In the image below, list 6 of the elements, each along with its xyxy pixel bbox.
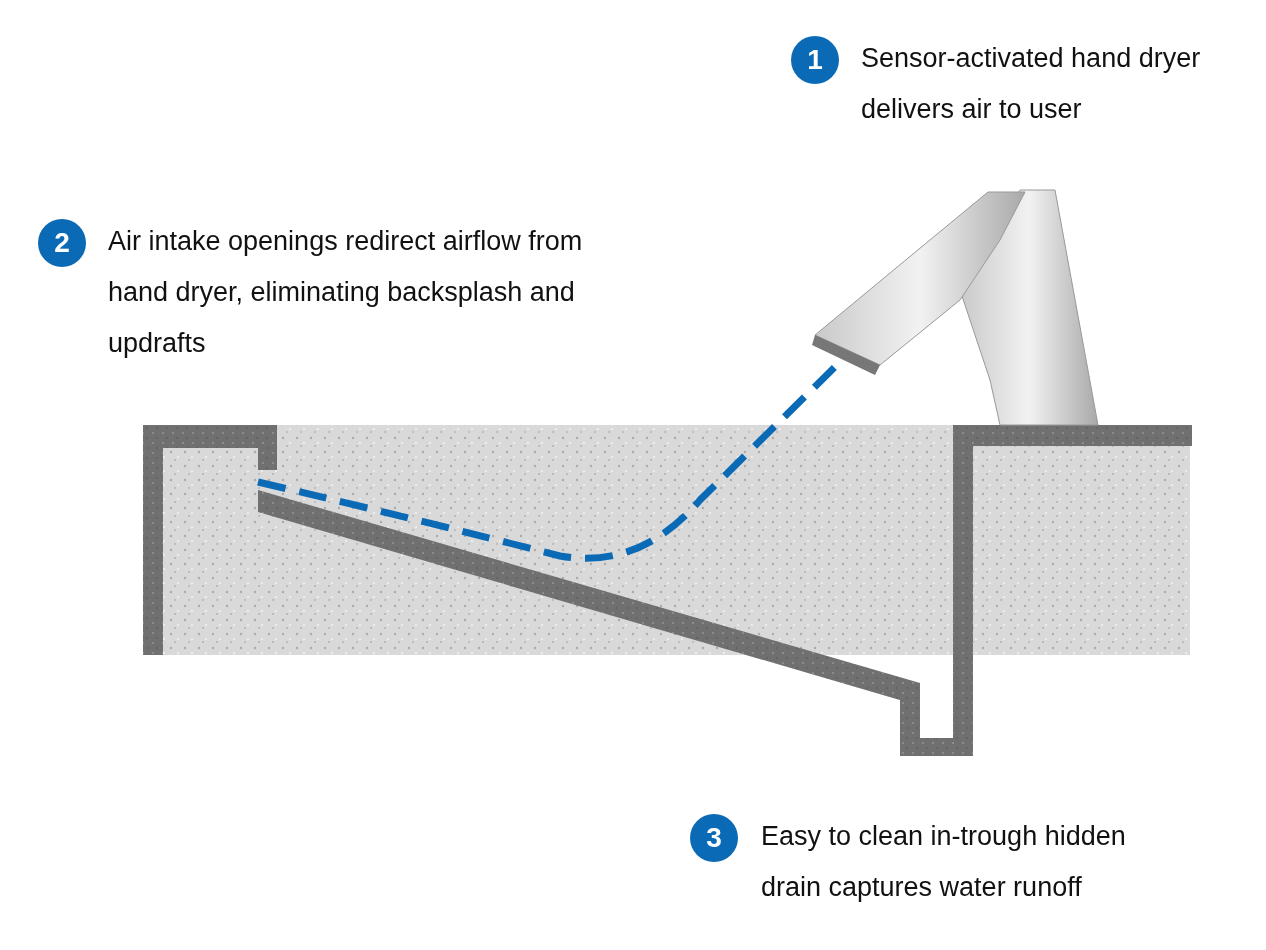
callout-text: Sensor-activated hand dryer delivers air to user [861, 42, 1202, 126]
callout-number: 2 [38, 219, 86, 267]
callout-number: 1 [791, 36, 839, 84]
callout-number: 3 [690, 814, 738, 862]
callout-text: Easy to clean in-trough hidden drain captures water runoff [761, 820, 1127, 904]
callout-text: Air intake openings redirect airflow from hand dryer, eliminating backsplash and updrafts [108, 225, 583, 360]
